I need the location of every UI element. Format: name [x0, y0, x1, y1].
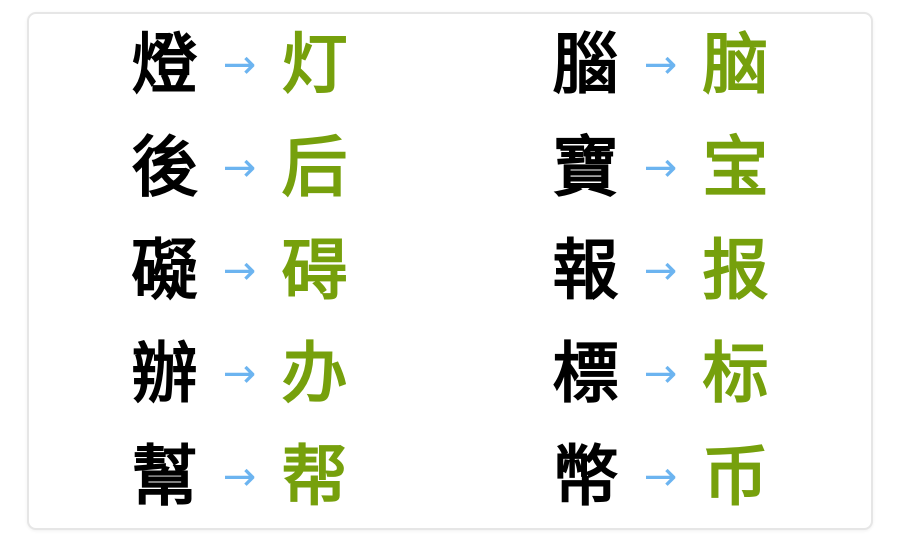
character-pair-grid: 燈 → 灯 腦 → 脑 後 → 后 寶 → 宝 礙 → 碍 報 → 报 [29, 14, 871, 528]
traditional-character: 燈 [131, 26, 198, 104]
traditional-character: 幣 [552, 437, 619, 515]
arrow-right-icon: → [222, 247, 257, 294]
character-chart-card: 燈 → 灯 腦 → 脑 後 → 后 寶 → 宝 礙 → 碍 報 → 报 [27, 12, 873, 530]
character-pair-row: 幣 → 币 [450, 437, 871, 515]
simplified-character: 帮 [281, 437, 348, 515]
traditional-character: 辦 [131, 334, 198, 412]
character-pair-row: 後 → 后 [29, 135, 450, 201]
arrow-right-icon: → [643, 42, 678, 89]
arrow-right-icon: → [643, 350, 678, 397]
arrow-right-icon: → [222, 145, 257, 192]
character-pair-row: 腦 → 脑 [450, 32, 871, 98]
arrow-right-icon: → [222, 453, 257, 500]
arrow-right-icon: → [643, 247, 678, 294]
character-pair-row: 幫 → 帮 [29, 437, 450, 515]
simplified-character: 办 [281, 334, 348, 412]
arrow-right-icon: → [643, 145, 678, 192]
traditional-character: 標 [552, 334, 619, 412]
traditional-character: 腦 [552, 26, 619, 104]
simplified-character: 标 [702, 334, 769, 412]
traditional-character: 寶 [552, 129, 619, 207]
simplified-character: 碍 [281, 231, 348, 309]
traditional-character: 礙 [131, 231, 198, 309]
traditional-character: 幫 [131, 437, 198, 515]
simplified-character: 宝 [702, 129, 769, 207]
character-pair-row: 燈 → 灯 [29, 32, 450, 98]
character-pair-row: 標 → 标 [450, 334, 871, 412]
simplified-character: 脑 [702, 26, 769, 104]
character-pair-row: 礙 → 碍 [29, 231, 450, 309]
arrow-right-icon: → [222, 350, 257, 397]
traditional-character: 報 [552, 231, 619, 309]
character-pair-row: 報 → 报 [450, 231, 871, 309]
arrow-right-icon: → [222, 42, 257, 89]
arrow-right-icon: → [643, 453, 678, 500]
simplified-character: 后 [281, 129, 348, 207]
simplified-character: 灯 [281, 26, 348, 104]
character-pair-row: 寶 → 宝 [450, 135, 871, 201]
traditional-character: 後 [131, 129, 198, 207]
simplified-character: 报 [702, 231, 769, 309]
simplified-character: 币 [702, 437, 769, 515]
character-pair-row: 辦 → 办 [29, 334, 450, 412]
